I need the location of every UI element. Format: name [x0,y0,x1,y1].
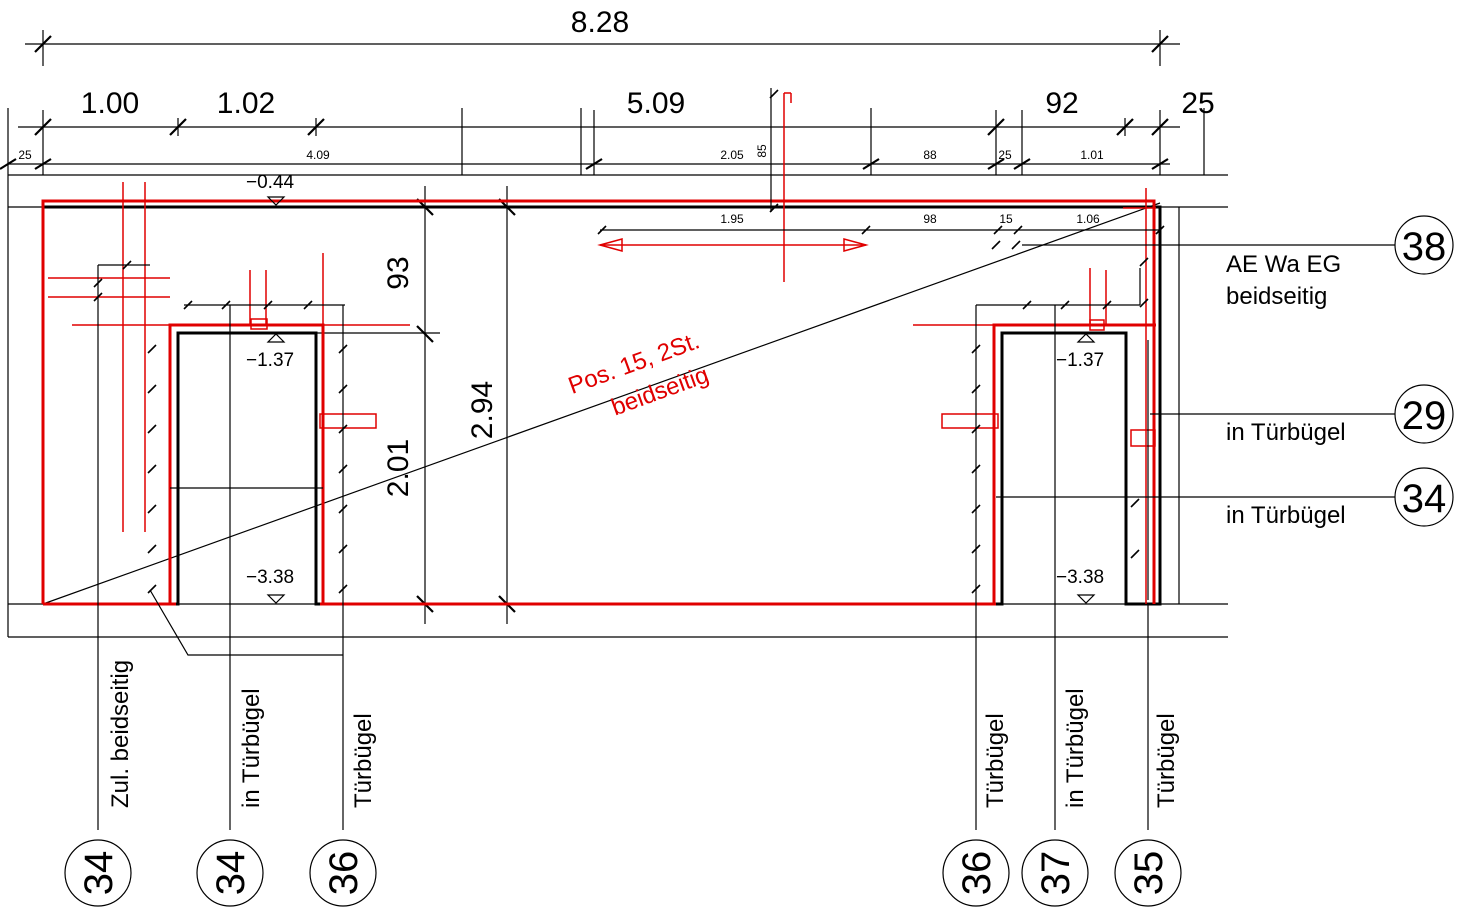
spacing-tick [769,89,779,99]
dim-row2-3: 2.05 [720,148,744,162]
spacing-tick [1130,498,1140,508]
spacing-tick [183,300,193,310]
callout-right-2-number: 29 [1402,394,1447,438]
spacing-tick [338,584,348,594]
spacing-tick [263,300,273,310]
spacing-tick [769,203,779,213]
dim-row2-5: 88 [923,148,937,162]
dim-row1-5: 25 [1181,87,1214,120]
spacing-tick [147,424,157,434]
callout-bottom-2-number: 34 [209,851,253,896]
spacing-tick [338,504,348,514]
spacing-tick [1060,300,1070,310]
callout-bottom-4-number: 36 [955,851,999,896]
dimension-labels: 8.28 1.00 1.02 5.09 92 25 25 4.09 2.05 8… [18,6,1214,497]
spacing-tick [597,225,607,235]
spacing-tick [1022,300,1032,310]
wall-outline [41,202,1162,606]
dim-height-door: 2.01 [382,439,415,497]
spacing-tick [1102,300,1112,310]
spacing-tick [338,424,348,434]
dim-row1-4: 92 [1045,87,1078,120]
dim-row2-2: 4.09 [306,148,330,162]
spacing-tick [303,300,313,310]
spacing-tick [338,384,348,394]
dim-row1-1: 1.00 [81,87,139,120]
dim-height-total: 2.94 [466,381,499,439]
spacing-tick [1139,257,1149,267]
spacing-tick [1139,298,1149,308]
spacing-tick [861,225,871,235]
spacing-tick [93,292,103,302]
spacing-tick [1011,240,1021,250]
level-markers: −0.44 −1.37 −3.38 −1.37 −3.38 [246,172,1104,604]
spacing-tick [971,544,981,554]
dim-row1-2: 1.02 [217,87,275,120]
callout-right-2-line1: in Türbügel [1226,419,1346,446]
callout-bottom-3-label: Türbügel [350,713,377,808]
dim-row3-1: 1.95 [720,212,744,226]
callout-bottom-5-number: 37 [1034,851,1078,896]
spacing-tick [971,344,981,354]
spacing-tick [93,278,103,288]
dim-row2-7: 1.01 [1080,148,1104,162]
bar-ticks [97,88,1395,830]
level-door-left-top: −1.37 [246,350,294,371]
callout-right-3-number: 34 [1402,477,1447,521]
callout-bottom-2-label: in Türbügel [238,688,265,808]
tick-marks [93,89,1165,594]
dim-row3-3: 15 [999,212,1013,226]
dim-lintel: 93 [382,256,415,289]
callout-bottom-6-number: 35 [1127,851,1171,896]
level-top: −0.44 [246,172,295,193]
callout-bottom-6-label: Türbügel [1153,713,1180,808]
level-door-right-top: −1.37 [1056,350,1104,371]
spacing-tick [122,260,132,270]
callout-bottom-3-number: 36 [322,851,366,896]
level-door-left-bottom: −3.38 [246,567,294,588]
spacing-tick [221,300,231,310]
rebar-lines [41,92,1156,606]
bottom-callouts: 34 Zul. beidseitig 34 in Türbügel 36 Tür… [64,660,1182,907]
spacing-tick [147,584,157,594]
spacing-tick [147,344,157,354]
spacing-tick [147,384,157,394]
spacing-tick [147,544,157,554]
spacing-tick [1130,549,1140,559]
spacing-tick [1013,225,1023,235]
callout-right-1-line1: AE Wa EG [1226,251,1341,278]
callout-bottom-4-label: Türbügel [982,713,1009,808]
right-callouts: 38 AE Wa EG beidseitig 29 in Türbügel 34… [1226,215,1454,529]
spacing-tick [338,544,348,554]
spacing-tick [971,424,981,434]
dim-row2-1: 25 [18,148,32,162]
spacing-tick [971,584,981,594]
spacing-tick [993,225,1003,235]
dim-overall: 8.28 [571,6,629,39]
callout-bottom-1-number: 34 [77,851,121,896]
callout-right-1-line2: beidseitig [1226,283,1327,310]
callout-bottom-1-label: Zul. beidseitig [107,660,134,808]
callout-right-1-number: 38 [1402,225,1447,269]
spacing-tick [971,384,981,394]
dim-row3-2: 98 [923,212,937,226]
spacing-tick [338,344,348,354]
spacing-tick [971,464,981,474]
spacing-tick [971,504,981,514]
spacing-tick [991,240,1001,250]
level-door-right-bottom: −3.38 [1056,567,1104,588]
position-annotation: Pos. 15, 2St. beidseitig [565,327,713,421]
callout-right-3-line1: in Türbügel [1226,502,1346,529]
spacing-tick [1155,225,1165,235]
dim-row2-6: 25 [998,148,1012,162]
dim-row3-4: 1.06 [1076,212,1100,226]
spacing-tick [147,504,157,514]
spacing-tick [147,464,157,474]
spacing-tick [338,464,348,474]
dim-row1-3: 5.09 [627,87,685,120]
dim-row2-4: 85 [755,144,769,158]
callout-bottom-5-label: in Türbügel [1062,688,1089,808]
